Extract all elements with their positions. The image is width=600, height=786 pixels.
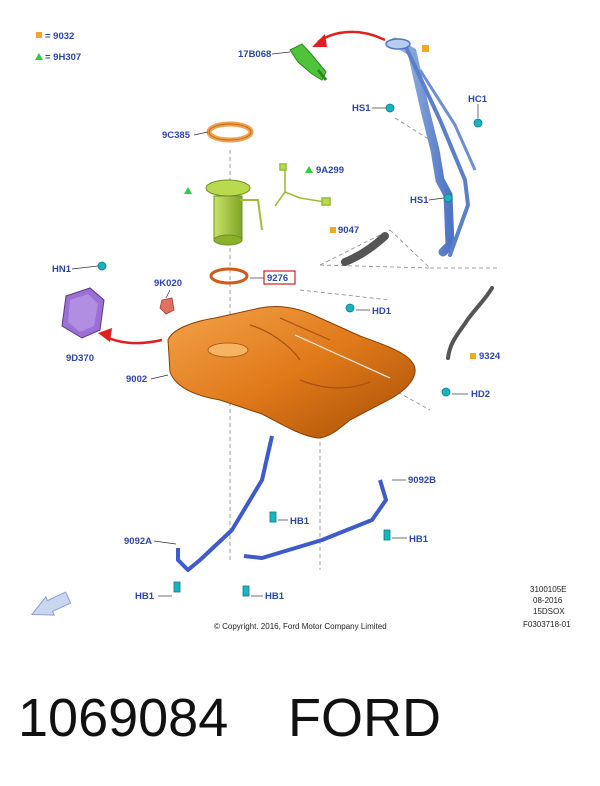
hose-9324 (446, 286, 494, 360)
label-hs1-lower: HS1 (410, 195, 429, 206)
label-hd2: HD2 (471, 389, 490, 400)
meta-line-4: F0303718-01 (523, 620, 571, 629)
legend-triangle-marker (35, 53, 43, 60)
part-labels: 17B068 HS1 HC1 HS1 9C385 9A299 9047 HN1 … (52, 49, 501, 602)
footer-part-number: 1069084 (18, 688, 229, 748)
label-9276: 9276 (267, 273, 288, 284)
highlight-box-9276 (263, 270, 296, 285)
red-arrows (98, 30, 386, 345)
meta-line-2: 08-2016 (533, 596, 563, 605)
hose-square-marker (330, 227, 336, 233)
evap-canister (61, 287, 105, 339)
filler-cap-part (289, 43, 328, 81)
legend-square-marker (36, 32, 42, 38)
tank-strap-9092b (243, 479, 388, 560)
footer-brand: FORD (288, 688, 441, 748)
label-leaders (71, 51, 479, 597)
pump-retaining-ring (206, 121, 254, 143)
label-9092b: 9092B (408, 475, 436, 486)
label-hs1-upper: HS1 (352, 103, 371, 114)
label-hb1-bottom: HB1 (265, 591, 285, 602)
label-hn1: HN1 (52, 264, 72, 275)
fuel-tank (167, 305, 416, 439)
direction-arrow-icon (30, 591, 72, 616)
pump-triangle-marker (184, 187, 192, 194)
label-hc1: HC1 (468, 94, 488, 105)
copyright-text: © Copyright. 2016, Ford Motor Company Li… (214, 622, 387, 631)
filler-square-marker (422, 45, 429, 52)
label-17b068: 17B068 (238, 49, 271, 60)
label-hd1: HD1 (372, 306, 392, 317)
label-9002: 9002 (126, 374, 147, 385)
label-9092a: 9092A (124, 536, 152, 547)
label-hb1-right: HB1 (409, 534, 429, 545)
filler-pipe-assembly (385, 37, 477, 257)
label-9047: 9047 (338, 225, 359, 236)
label-9k020: 9K020 (154, 278, 182, 289)
label-hb1-left: HB1 (135, 591, 155, 602)
label-9a299-triangle (305, 166, 313, 173)
label-9324: 9324 (479, 351, 501, 362)
meta-line-1: 3100105E (530, 585, 566, 594)
meta-line-3: 15DSOX (533, 607, 565, 616)
legend: = 9032 = 9H307 (35, 31, 81, 63)
label-9d370: 9D370 (66, 353, 94, 364)
clips (97, 103, 483, 597)
hose-9047 (341, 232, 389, 266)
bracket-9k020 (159, 297, 175, 315)
hose-9324-square-marker (470, 353, 476, 359)
tank-strap-9092a (176, 435, 274, 572)
label-hb1-center: HB1 (290, 516, 310, 527)
legend-text-9032: = 9032 (45, 31, 74, 42)
legend-text-9h307: = 9H307 (45, 52, 81, 63)
fuel-level-sender (274, 163, 331, 207)
label-9a299: 9A299 (316, 165, 344, 176)
label-9c385: 9C385 (162, 130, 191, 141)
fuel-pump-module (184, 179, 263, 246)
drawing-metadata: 3100105E 08-2016 15DSOX F0303718-01 (523, 585, 571, 629)
pump-o-ring (209, 267, 249, 285)
